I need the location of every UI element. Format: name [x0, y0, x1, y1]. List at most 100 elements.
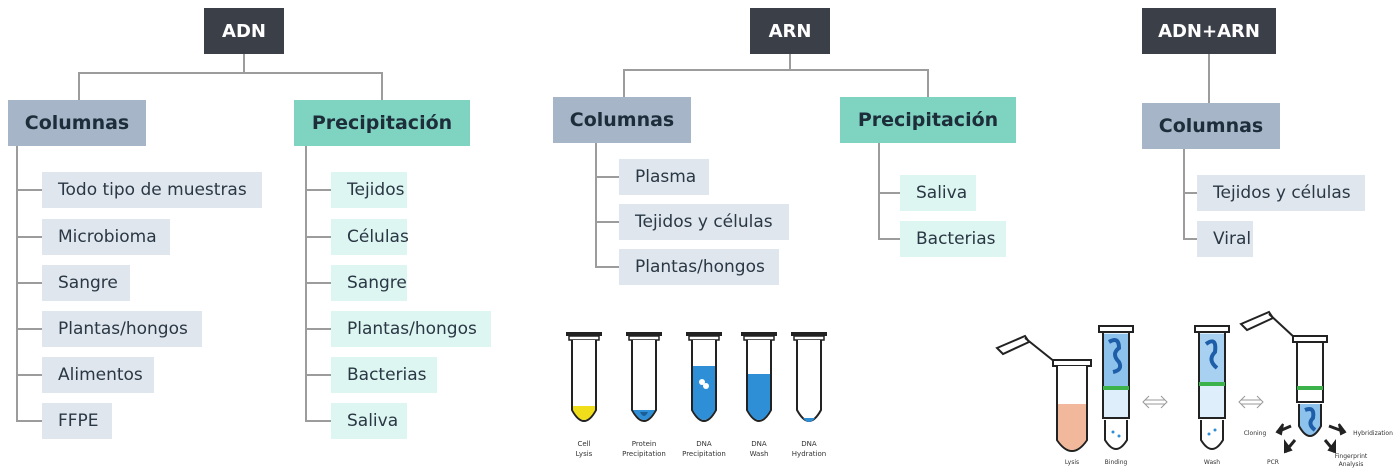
flow-arrow-icon: [1238, 395, 1264, 409]
adn-columnas-item: FFPE: [42, 403, 112, 439]
adn-arn-header-label: ADN+ARN: [1158, 20, 1260, 42]
adn-arn-columnas-label: Columnas: [1158, 115, 1264, 137]
item-label: Saliva: [347, 411, 399, 431]
item-label: Plasma: [635, 167, 697, 187]
connector: [878, 238, 900, 240]
adn-columnas-item: Alimentos: [42, 357, 154, 393]
output-label: PCR: [1267, 459, 1279, 466]
item-label: Bacterias: [916, 229, 996, 249]
connector: [623, 69, 625, 97]
adn-precipitacion-label: Precipitación: [311, 112, 453, 134]
item-label: Tejidos y células: [635, 212, 773, 232]
connector: [878, 192, 900, 194]
tube-label: Hydration: [792, 450, 826, 458]
item-label: Plantas/hongos: [347, 319, 477, 339]
connector: [623, 69, 929, 71]
connector: [1183, 192, 1197, 194]
connector: [16, 282, 42, 284]
arn-columnas-box: Columnas: [553, 97, 691, 143]
connector: [16, 236, 42, 238]
connector: [16, 420, 42, 422]
tube-label: Precipitation: [622, 450, 666, 458]
output-label: Cloning: [1244, 430, 1267, 437]
connector: [305, 236, 331, 238]
adn-arn-columnas-box: Columnas: [1142, 103, 1280, 149]
tube-cell-lysis: [566, 332, 602, 422]
adn-precipitacion-item: Saliva: [331, 403, 407, 439]
step-label: Wash: [1204, 459, 1220, 466]
tube-lysis: [995, 334, 1092, 452]
adn-arn-columnas-item: Viral: [1197, 221, 1253, 257]
connector: [78, 72, 80, 100]
tube-dna-hydration: [791, 332, 827, 422]
arn-precipitacion-item: Saliva: [900, 175, 976, 211]
output-label: Hybridization: [1353, 430, 1393, 437]
item-label: Viral: [1213, 229, 1252, 249]
adn-precipitacion-item: Células: [331, 219, 409, 255]
item-label: Plantas/hongos: [58, 319, 188, 339]
adn-arn-header: ADN+ARN: [1142, 8, 1276, 54]
item-label: Tejidos y células: [1213, 183, 1351, 203]
adn-columnas-label: Columnas: [24, 112, 130, 134]
item-label: Bacterias: [347, 365, 427, 385]
arn-header-label: ARN: [768, 20, 812, 42]
adn-arn-columnas-item: Tejidos y células: [1197, 175, 1365, 211]
connector: [243, 54, 245, 72]
flow-arrow-icon: [1142, 395, 1168, 409]
item-label: Microbioma: [58, 227, 157, 247]
tube-label: Cell: [577, 440, 590, 448]
item-label: Sangre: [58, 273, 118, 293]
item-label: Alimentos: [58, 365, 143, 385]
item-label: Tejidos: [347, 180, 405, 200]
connector: [927, 69, 929, 97]
tube-elution: [1239, 310, 1328, 437]
connector: [381, 72, 383, 100]
connector: [16, 328, 42, 330]
tube-dna-wash: [741, 332, 777, 422]
connector: [1183, 149, 1185, 239]
item-label: Todo tipo de muestras: [58, 180, 247, 200]
tube-label: Lysis: [576, 450, 593, 458]
connector: [595, 143, 597, 267]
precipitation-process-illustration: Cell Lysis Protein Precipitation DNA Pre…: [566, 332, 827, 458]
tube-label: DNA: [801, 440, 817, 448]
arn-columnas-item: Plantas/hongos: [619, 249, 779, 285]
step-label: Lysis: [1065, 459, 1079, 466]
connector: [78, 72, 382, 74]
connector: [16, 374, 42, 376]
tube-label: DNA: [751, 440, 767, 448]
connector: [595, 266, 619, 268]
connector: [595, 221, 619, 223]
adn-columnas-item: Sangre: [42, 265, 130, 301]
item-label: FFPE: [58, 411, 99, 431]
adn-columnas-item: Todo tipo de muestras: [42, 172, 262, 208]
adn-columnas-box: Columnas: [8, 100, 146, 146]
connector: [789, 54, 791, 69]
step-label: Binding: [1105, 459, 1128, 466]
arn-header: ARN: [750, 8, 830, 54]
tube-label: Precipitation: [682, 450, 726, 458]
adn-columnas-item: Microbioma: [42, 219, 170, 255]
adn-precipitacion-item: Sangre: [331, 265, 407, 301]
connector: [305, 282, 331, 284]
adn-precipitacion-item: Bacterias: [331, 357, 437, 393]
output-arrows-icon: [1275, 423, 1347, 454]
connector: [305, 420, 331, 422]
item-label: Sangre: [347, 273, 407, 293]
connector: [305, 189, 331, 191]
tube-binding: [1098, 325, 1134, 450]
adn-header: ADN: [204, 8, 284, 54]
connector: [1208, 54, 1210, 103]
arn-precipitacion-box: Precipitación: [840, 97, 1016, 143]
arn-columnas-item: Plasma: [619, 159, 709, 195]
connector: [595, 176, 619, 178]
tube-label: Wash: [750, 450, 769, 458]
tube-wash: [1194, 325, 1230, 450]
adn-precipitacion-item: Plantas/hongos: [331, 311, 491, 347]
arn-columnas-item: Tejidos y células: [619, 204, 789, 240]
arn-columnas-label: Columnas: [569, 109, 675, 131]
connector: [16, 189, 42, 191]
tube-label: Protein: [632, 440, 657, 448]
column-process-illustration: Lysis Binding Wash: [995, 310, 1393, 468]
connector: [305, 328, 331, 330]
